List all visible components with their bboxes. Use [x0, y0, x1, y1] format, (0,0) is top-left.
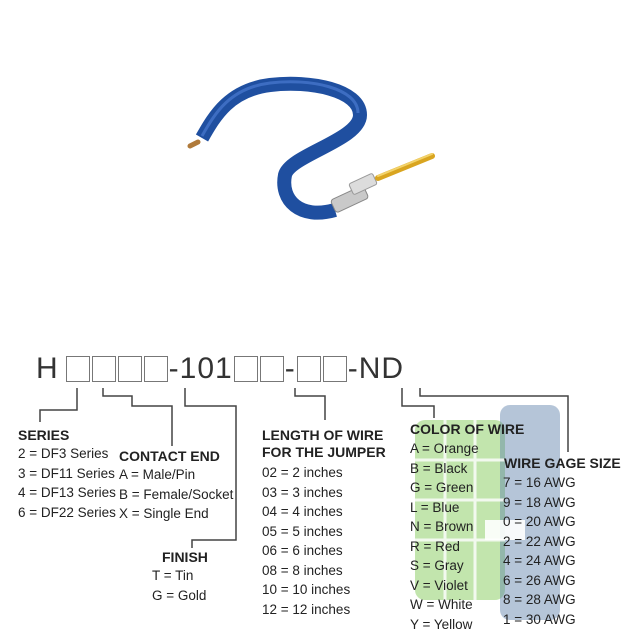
series-title: SERIES: [18, 427, 70, 443]
gage-box: [322, 356, 347, 382]
length-section: LENGTH OF WIRE FOR THE JUMPER 02 = 2 inc…: [262, 427, 386, 619]
list-item: 12 = 12 inches: [262, 601, 351, 617]
list-item: G = Green: [410, 480, 474, 495]
finish-title: FINISH: [162, 549, 208, 565]
finish-box: [117, 356, 142, 382]
list-item: 10 = 10 inches: [262, 582, 351, 597]
list-item: 02 = 2 inches: [262, 465, 343, 480]
list-item: 04 = 4 inches: [262, 504, 343, 519]
list-item: 4 = 24 AWG: [503, 553, 576, 568]
length-box-1: [233, 356, 258, 382]
list-item: 06 = 6 inches: [262, 543, 343, 558]
contact-end-section: CONTACT END A = Male/Pin B = Female/Sock…: [119, 448, 233, 524]
part-sep: -: [284, 352, 296, 385]
list-item: 0 = 20 AWG: [503, 514, 576, 529]
list-item: 9 = 18 AWG: [503, 494, 576, 510]
series-box: [65, 356, 90, 382]
list-item: 03 = 3 inches: [262, 484, 343, 500]
list-item: L = Blue: [410, 499, 460, 515]
list-item: R = Red: [410, 538, 460, 554]
list-item: A = Male/Pin: [119, 467, 196, 482]
list-item: 3 = DF11 Series: [18, 465, 115, 481]
gage-list: 7 = 16 AWG 9 = 18 AWG 0 = 20 AWG 2 = 22 …: [503, 473, 621, 629]
list-item: 05 = 5 inches: [262, 523, 343, 539]
part-prefix: H: [36, 352, 59, 385]
list-item: 8 = 28 AWG: [503, 592, 576, 607]
list-item: X = Single End: [119, 506, 209, 521]
color-list: A = Orange B = Black G = Green L = Blue …: [410, 439, 524, 634]
finish-list: T = Tin G = Gold: [152, 566, 208, 605]
list-item: 2 = DF3 Series: [18, 446, 109, 461]
list-item: B = Black: [410, 460, 468, 476]
length-title-line1: LENGTH OF WIRE: [262, 427, 384, 443]
series-list: 2 = DF3 Series 3 = DF11 Series 4 = DF13 …: [18, 444, 116, 522]
part-suffix: -ND: [347, 352, 405, 385]
gage-section: WIRE GAGE SIZE 7 = 16 AWG 9 = 18 AWG 0 =…: [503, 455, 621, 629]
length-box-2: [259, 356, 284, 382]
list-item: 08 = 8 inches: [262, 562, 343, 578]
list-item: Y = Yellow: [410, 616, 473, 632]
list-item: 6 = DF22 Series: [18, 504, 116, 520]
list-item: 7 = 16 AWG: [503, 475, 576, 490]
contact-end-list: A = Male/Pin B = Female/Socket X = Singl…: [119, 465, 233, 524]
color-section: COLOR OF WIRE A = Orange B = Black G = G…: [410, 421, 524, 634]
list-item: G = Gold: [152, 587, 207, 603]
finish-box-2: [143, 356, 168, 382]
list-item: A = Orange: [410, 441, 479, 456]
list-item: T = Tin: [152, 568, 194, 583]
finish-section: FINISH T = Tin G = Gold: [152, 549, 208, 605]
part-middle: -101: [168, 352, 233, 385]
list-item: S = Gray: [410, 558, 464, 573]
list-item: W = White: [410, 597, 473, 612]
jumper-wire-image: [187, 76, 435, 220]
list-item: 1 = 30 AWG: [503, 611, 576, 627]
contact-end-box: [91, 356, 116, 382]
series-section: SERIES 2 = DF3 Series 3 = DF11 Series 4 …: [18, 427, 116, 522]
color-title: COLOR OF WIRE: [410, 421, 525, 437]
list-item: 2 = 22 AWG: [503, 533, 576, 549]
gage-title: WIRE GAGE SIZE: [504, 455, 621, 471]
part-number: H -101 - -ND: [36, 352, 404, 386]
list-item: 6 = 26 AWG: [503, 572, 576, 588]
list-item: N = Brown: [410, 519, 474, 534]
list-item: 4 = DF13 Series: [18, 485, 116, 500]
color-box: [296, 356, 321, 382]
length-title-line2: FOR THE JUMPER: [262, 444, 386, 460]
length-list: 02 = 2 inches 03 = 3 inches 04 = 4 inche…: [262, 463, 386, 619]
watermark-logo: [415, 405, 560, 620]
list-item: B = Female/Socket: [119, 486, 234, 502]
list-item: V = Violet: [410, 577, 468, 593]
contact-end-title: CONTACT END: [119, 448, 220, 464]
